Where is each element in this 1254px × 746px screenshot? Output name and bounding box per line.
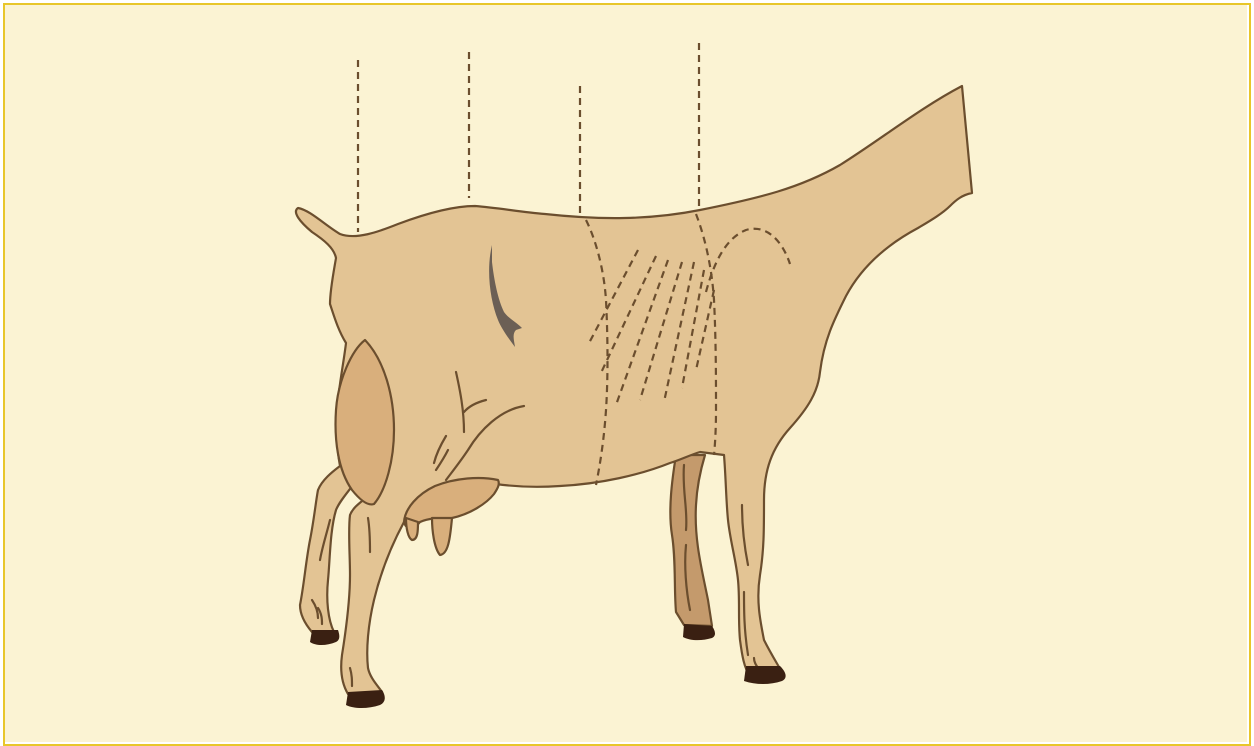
hoof [346,690,385,708]
teat-left [406,518,418,540]
hoof [744,666,786,684]
hoof [683,624,715,640]
